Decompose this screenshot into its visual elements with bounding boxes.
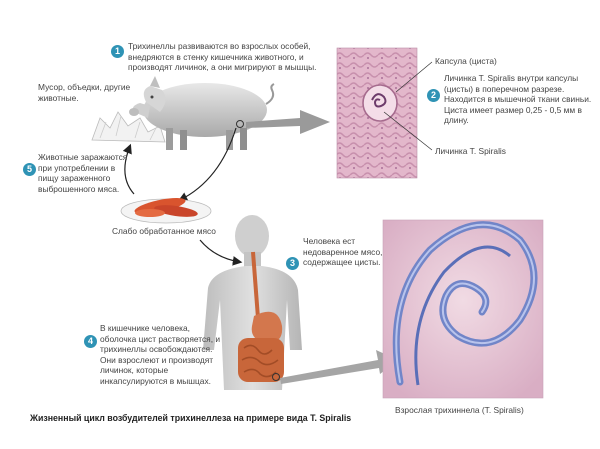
step-1-text: Трихинеллы развиваются во взрослых особе… [128, 41, 317, 73]
pig-to-meat-arrow [177, 127, 237, 202]
step-5-text: Животные заражаются при употреблении в п… [38, 152, 128, 194]
adult-trichinella-micrograph [382, 219, 544, 399]
step-5-marker: 5 [23, 163, 36, 176]
step-1-marker: 1 [111, 45, 124, 58]
step-3-text: Человека ест недоваренное мясо, содержащ… [303, 236, 383, 268]
meat-label: Слабо обработанное мясо [112, 226, 216, 236]
diagram-title: Жизненный цикл возбудителей трихинеллеза… [30, 413, 352, 423]
pig-to-tissue-arrow [246, 110, 330, 134]
capsule-label: Капсула (циста) [435, 56, 497, 66]
step-2-text: Личинка T. Spiralis внутри капсулы (цист… [444, 73, 592, 126]
step-4-marker: 4 [84, 335, 97, 348]
larva-label: Личинка T. Spiralis [435, 146, 506, 156]
capsule-pointer [395, 61, 433, 93]
meat-to-human-arrow [199, 239, 243, 266]
larva-pointer [383, 111, 433, 151]
human-figure [203, 215, 302, 390]
garbage-pile [91, 111, 166, 143]
intestine-to-adult-arrow [280, 350, 398, 384]
pig-figure [129, 76, 275, 150]
step-4-text: В кишечнике человека, оболочка цист раст… [100, 323, 221, 386]
cyst-micrograph [336, 47, 418, 179]
undercooked-meat-plate [120, 198, 212, 224]
step-3-marker: 3 [286, 257, 299, 270]
adult-caption: Взрослая трихиннела (T. Spiralis) [395, 405, 524, 415]
step-2-marker: 2 [427, 89, 440, 102]
garbage-label: Мусор, объедки, другие животные. [38, 82, 131, 103]
meat-to-garbage-arrow [122, 143, 135, 195]
